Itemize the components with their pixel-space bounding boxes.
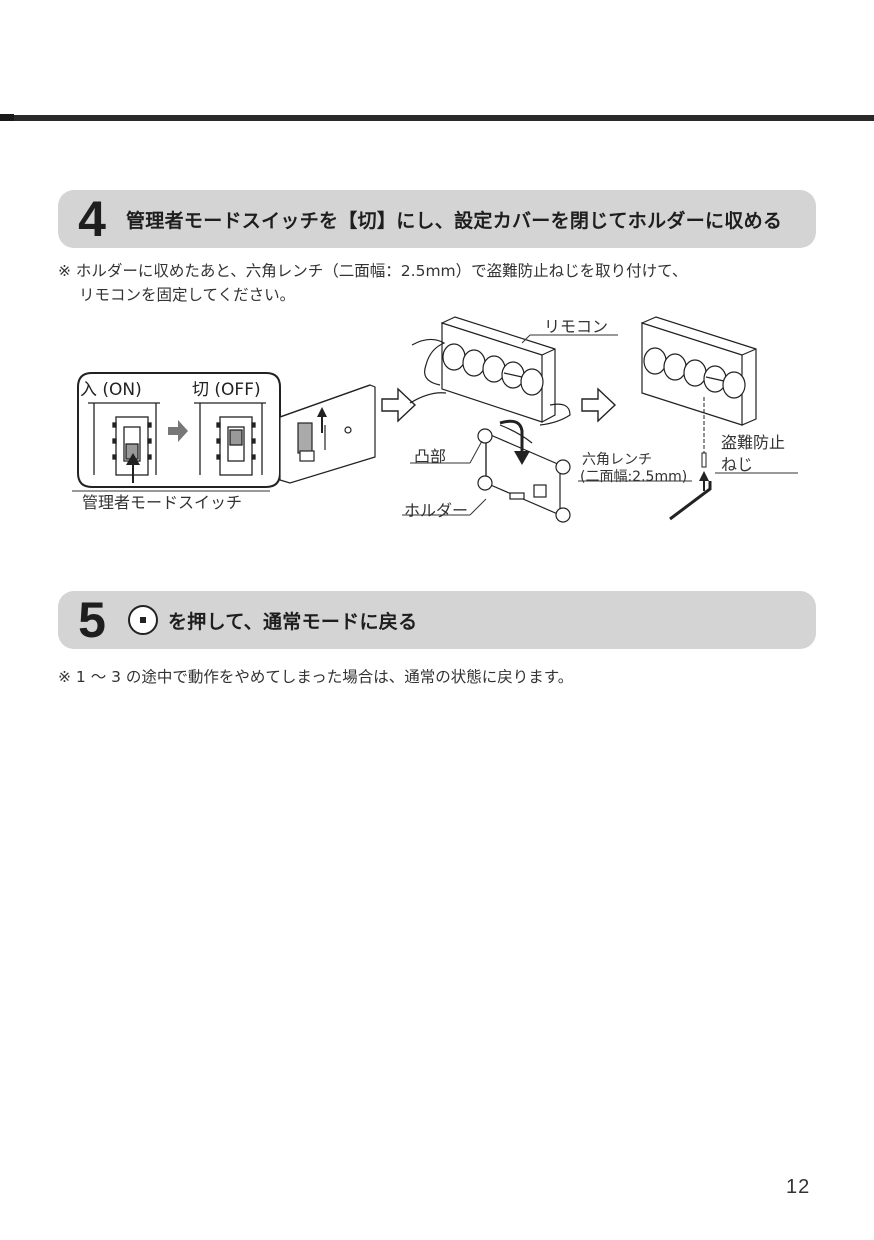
page-number: 12 [786, 1176, 811, 1198]
boss-label: 凸部 [414, 447, 447, 466]
admin-mode-switch-caption: 管理者モードスイッチ [82, 493, 243, 512]
center-dot-button-icon [128, 605, 158, 635]
switch-on-label: 入 (ON) [80, 380, 142, 400]
anti-theft-screw-label-2: ねじ [721, 455, 754, 474]
step-4-note: ※ ホルダーに収めたあと、六角レンチ（二面幅：2.5mm）で盗難防止ねじを取り付… [58, 259, 687, 307]
switch-off-drawing [194, 402, 266, 476]
remote-back-panel [279, 384, 376, 484]
switch-off-label: 切 (OFF) [192, 380, 261, 400]
hex-wrench-size-label: (二面幅:2.5mm) [580, 469, 688, 485]
step-5-number: 5 [78, 592, 106, 648]
switch-detail-callout [77, 372, 281, 488]
header-rule [0, 114, 874, 121]
remote-front-drawing [409, 316, 571, 444]
step-4-note-line-2: リモコンを固定してください。 [79, 286, 296, 304]
arrow-up-icon [126, 453, 140, 483]
hex-wrench-icon [669, 481, 712, 521]
step-4-note-line-1: ※ ホルダーに収めたあと、六角レンチ（二面幅：2.5mm）で盗難防止ねじを取り付… [58, 262, 688, 280]
step-4-title: 管理者モードスイッチを【切】にし、設定カバーを閉じてホルダーに収める [126, 209, 783, 232]
screw-icon [701, 452, 707, 468]
anti-theft-screw-label: 盗難防止 [721, 433, 786, 452]
step-4-heading: 4 管理者モードスイッチを【切】にし、設定カバーを閉じてホルダーに収める [58, 190, 816, 248]
step-5-note: ※ 1 ～ 3 の途中で動作をやめてしまった場合は、通常の状態に戻ります。 [58, 668, 574, 686]
remote-installed-drawing [640, 316, 757, 426]
arrow-right-icon [168, 420, 188, 442]
holder-drawing [477, 428, 571, 523]
hollow-arrow-right-icon [381, 387, 417, 423]
switch-on-drawing [88, 402, 160, 476]
step-5-title: を押して、通常モードに戻る [168, 610, 418, 633]
hex-wrench-label: 六角レンチ [582, 452, 652, 468]
holder-label: ホルダー [404, 501, 469, 520]
remote-label: リモコン [544, 317, 609, 336]
hollow-arrow-right-icon-2 [581, 387, 617, 423]
step-5-heading: 5 を押して、通常モードに戻る [58, 591, 816, 649]
arrow-up-small-icon [317, 407, 327, 433]
step-4-number: 4 [78, 191, 106, 247]
installation-illustration: 入 (ON) 切 (OFF) 管理者モードスイッチ リモコン 凸部 ホルダー 六… [70, 305, 830, 535]
curved-arrow [499, 419, 524, 453]
